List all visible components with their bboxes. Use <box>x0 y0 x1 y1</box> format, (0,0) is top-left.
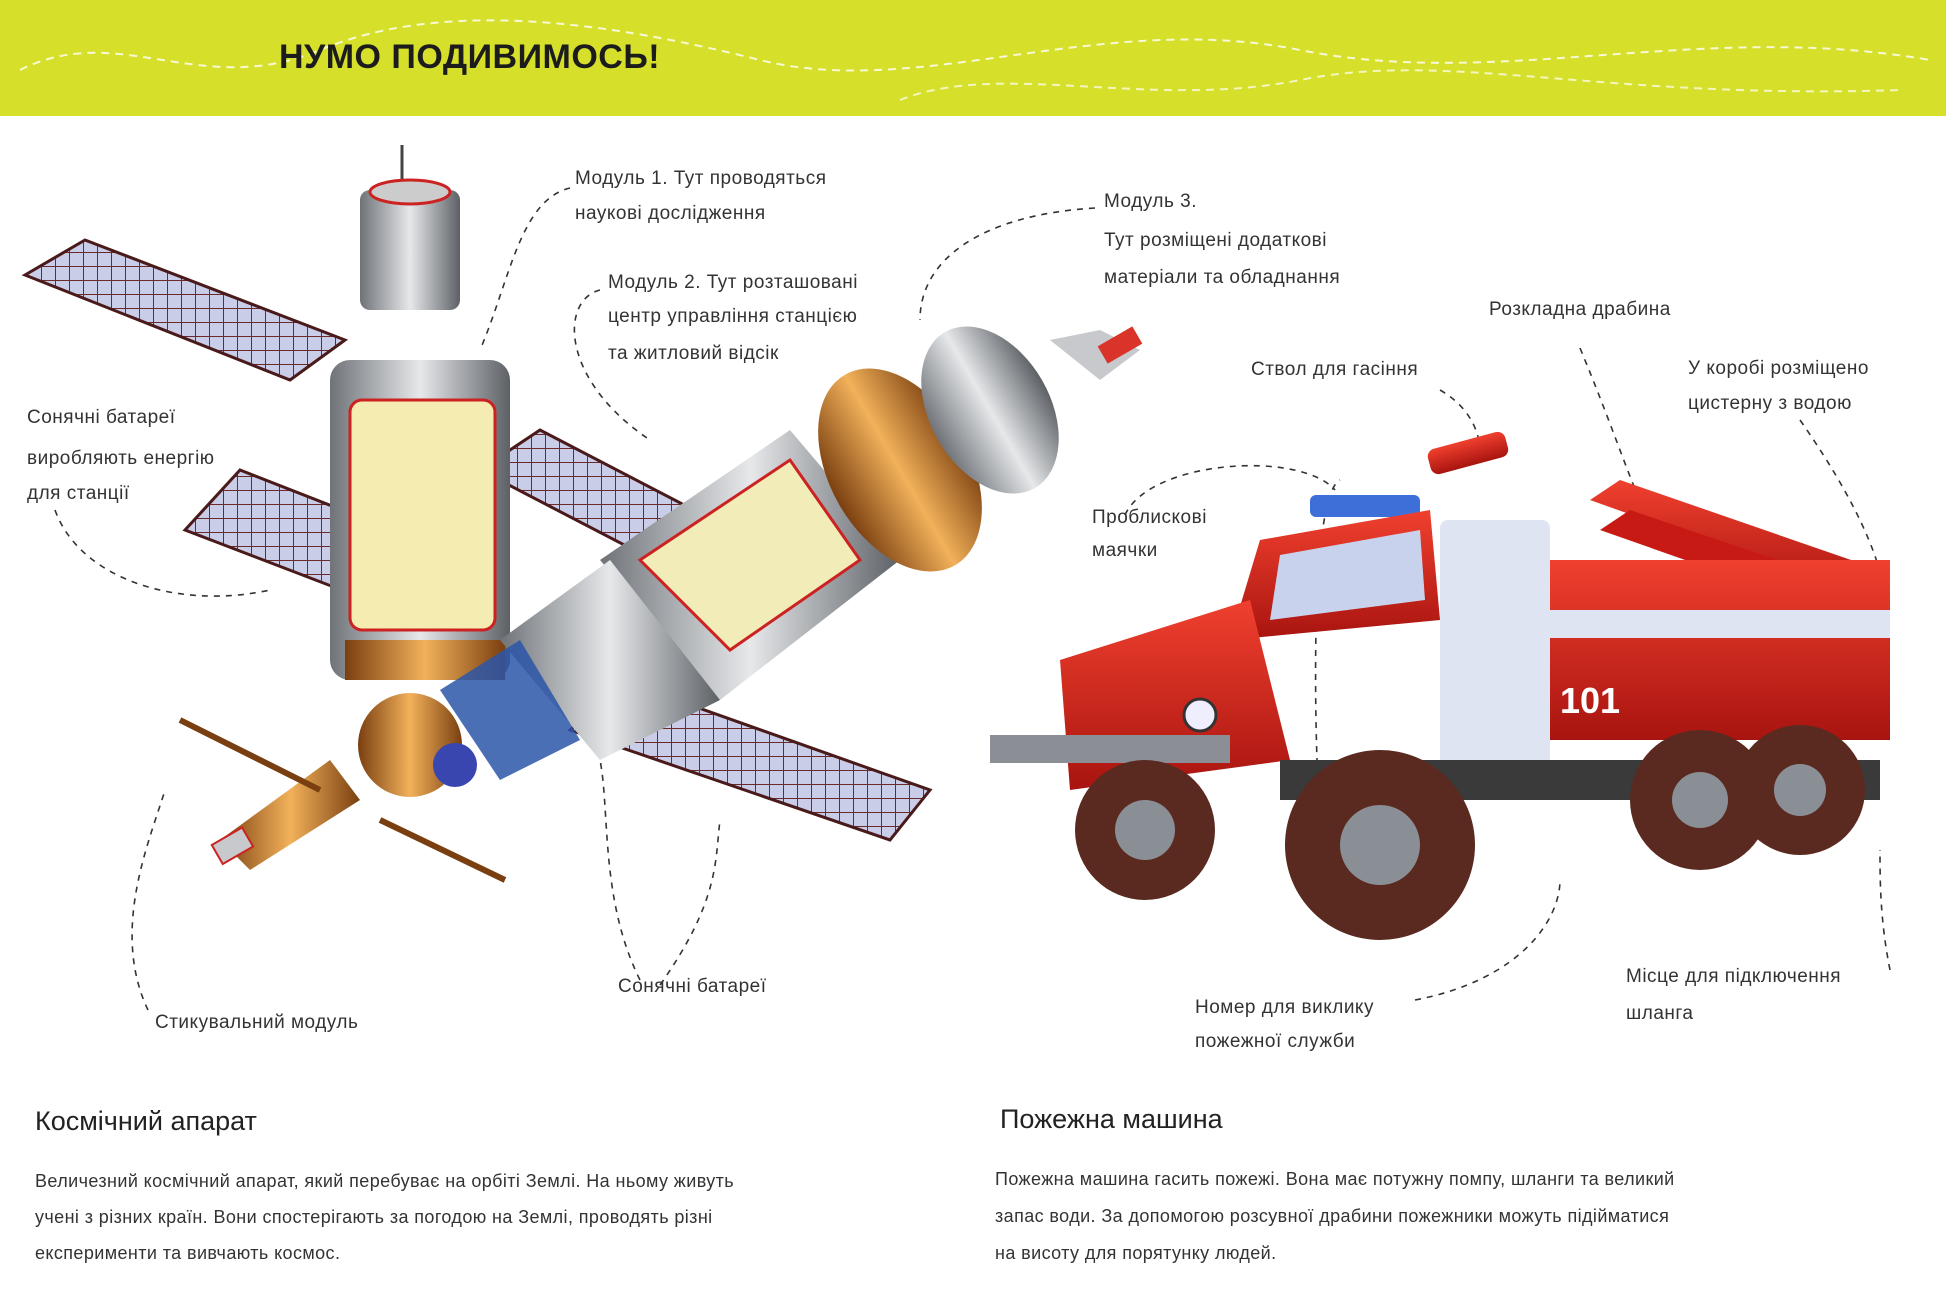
station-heading: Космічний апарат <box>35 1106 257 1136</box>
label-hose-connection: Місце для підключення шланга <box>1626 966 1841 1025</box>
label-line: центр управління станцією <box>608 306 858 327</box>
page-title: НУМО ПОДИВИМОСЬ! <box>279 38 661 76</box>
label-emergency-number: Номер для виклику пожежної служби <box>1195 997 1374 1053</box>
label-solar-batteries-left: Сонячні батареї виробляють енергію для с… <box>27 407 215 505</box>
label-solar-batteries-bottom: Сонячні батареї <box>618 976 767 997</box>
label-line: пожежної служби <box>1195 1031 1356 1052</box>
label-beacons: Проблискові маячки <box>1092 507 1207 562</box>
water-tank-box <box>1550 560 1890 740</box>
label-docking-module: Стикувальний модуль <box>155 1012 359 1033</box>
text-line: запас води. За допомогою розсувної драби… <box>995 1206 1670 1226</box>
label-line: для станції <box>27 483 130 504</box>
module-2 <box>440 430 900 780</box>
module-1 <box>330 145 510 680</box>
header-decoration <box>19 19 1931 101</box>
label-line: та житловий відсік <box>608 343 779 364</box>
text-line: учені з різних країн. Вони спостерігають… <box>35 1207 713 1227</box>
page-header: НУМО ПОДИВИМОСЬ! <box>0 0 1946 116</box>
label-line: У коробі розміщено <box>1688 358 1869 379</box>
label-line: Модуль 1. Тут проводяться <box>575 168 827 189</box>
station-description: Величезний космічний апарат, який перебу… <box>35 1163 734 1271</box>
beacon-lights <box>1310 495 1420 517</box>
label-line: Модуль 2. Тут розташовані <box>608 272 858 293</box>
label-line: маячки <box>1092 540 1158 561</box>
label-nozzle: Ствол для гасіння <box>1251 359 1419 380</box>
label-line: матеріали та обладнання <box>1104 267 1341 288</box>
label-line: Сонячні батареї <box>27 407 176 428</box>
label-line: виробляють енергію <box>27 448 215 469</box>
label-line: Тут розміщені додаткові <box>1104 230 1327 251</box>
label-line: Модуль 3. <box>1104 191 1197 212</box>
text-line: Пожежна машина гасить пожежі. Вона має п… <box>995 1169 1675 1189</box>
truck-description: Пожежна машина гасить пожежі. Вона має п… <box>995 1161 1675 1272</box>
label-line: наукові дослідження <box>575 203 766 224</box>
label-module-2: Модуль 2. Тут розташовані центр управлін… <box>608 272 858 365</box>
label-water-tank: У коробі розміщено цистерну з водою <box>1688 358 1869 415</box>
module-3 <box>818 326 1143 572</box>
water-nozzle <box>1427 431 1509 475</box>
front-bumper <box>990 735 1230 763</box>
label-line: Місце для підключення <box>1626 966 1842 987</box>
text-line: на висоту для порятунку людей. <box>995 1243 1277 1263</box>
label-folding-ladder: Розкладна драбина <box>1489 299 1671 320</box>
label-module-3: Модуль 3. Тут розміщені додаткові матері… <box>1104 191 1340 289</box>
label-module-1: Модуль 1. Тут проводяться наукові дослід… <box>575 168 826 225</box>
text-line: Величезний космічний апарат, який перебу… <box>35 1171 735 1191</box>
label-line: Номер для виклику <box>1195 997 1374 1018</box>
label-line: цистерну з водою <box>1688 393 1852 414</box>
text-line: експерименти та вивчають космос. <box>35 1243 341 1263</box>
label-line: Проблискові <box>1092 507 1207 528</box>
truck-heading: Пожежна машина <box>1000 1104 1223 1134</box>
label-line: шланга <box>1626 1003 1694 1024</box>
fire-truck <box>990 431 1890 940</box>
truck-number: 101 <box>1560 680 1621 721</box>
solar-panel-upper-left <box>21 238 349 382</box>
docking-module <box>178 693 507 883</box>
